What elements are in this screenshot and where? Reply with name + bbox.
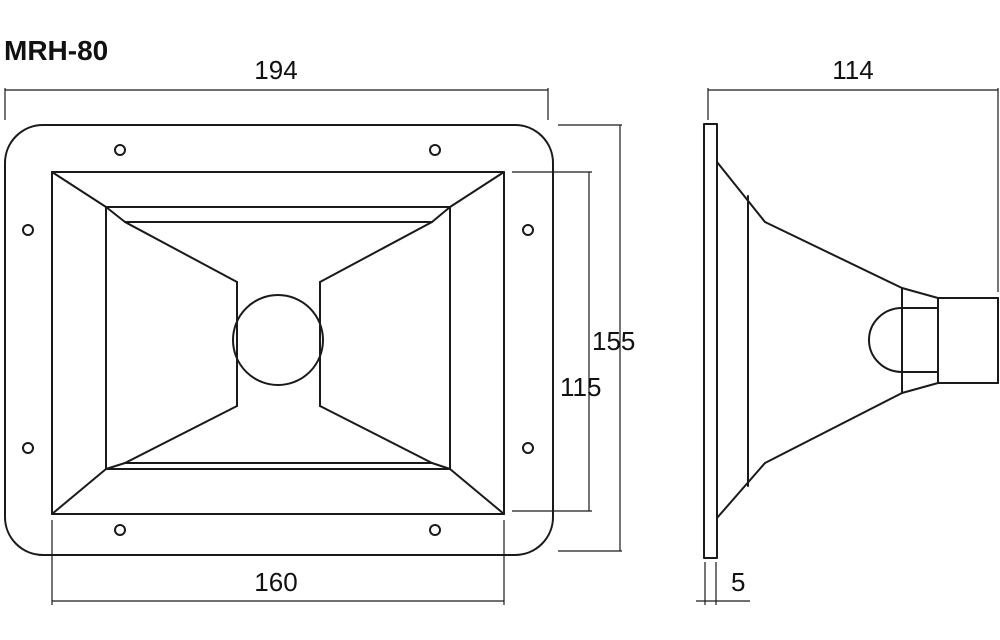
- mounting-hole: [22, 224, 34, 236]
- dimension-194: 194: [4, 55, 549, 120]
- throat-frame-outline: [105, 206, 451, 470]
- throat-bottom-taper: [901, 382, 939, 394]
- dim-label-155: 155: [592, 326, 635, 356]
- mounting-hole: [429, 524, 441, 536]
- horn-top-body: [764, 221, 903, 289]
- dimension-115: 115: [512, 171, 601, 512]
- throat-opening: [232, 294, 324, 386]
- horn-top-flare: [716, 161, 766, 223]
- mounting-hole: [429, 144, 441, 156]
- dim-label-5: 5: [731, 567, 745, 597]
- horn-bottom-flare: [716, 462, 766, 519]
- dimension-155: 155: [558, 124, 635, 552]
- dim-label-114: 114: [832, 55, 873, 85]
- right-wedge: [319, 206, 451, 470]
- horn-mouth-outline: [51, 171, 505, 515]
- mounting-holes: [22, 144, 534, 536]
- mounting-hole: [114, 524, 126, 536]
- horn-bottom-body: [764, 392, 903, 464]
- dim-label-160: 160: [254, 567, 297, 597]
- corner-diagonals: [51, 171, 505, 515]
- side-flange-plate: [703, 123, 718, 559]
- mounting-hole: [522, 442, 534, 454]
- dimension-114: 114: [707, 55, 999, 292]
- mounting-hole: [114, 144, 126, 156]
- dim-label-115: 115: [560, 372, 601, 402]
- left-wedge: [105, 206, 238, 470]
- mounting-hole: [522, 224, 534, 236]
- side-view: [703, 123, 999, 559]
- dimension-5: 5: [696, 562, 750, 605]
- front-flange-outline: [4, 124, 554, 556]
- throat-top-taper: [901, 287, 939, 299]
- dimension-160: 160: [51, 520, 505, 605]
- mounting-hole: [22, 442, 34, 454]
- front-view: [4, 124, 554, 556]
- model-title: MRH-80: [4, 35, 108, 66]
- dim-label-194: 194: [254, 55, 297, 85]
- throat-curve: [868, 307, 903, 373]
